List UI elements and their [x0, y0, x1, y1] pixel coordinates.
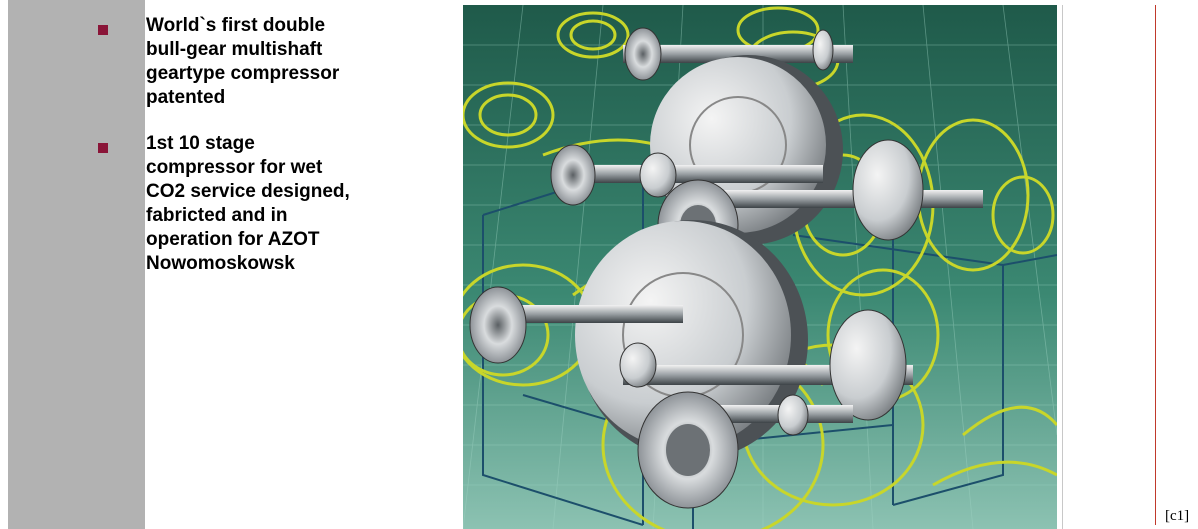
bullet-item-1: World`s first double bull-gear multishaf…	[98, 14, 438, 110]
comment-marker[interactable]: [c1]	[1165, 508, 1190, 524]
compressor-illustration	[463, 5, 1057, 529]
bullet-square-icon	[98, 25, 108, 35]
sidebar-bar	[8, 0, 145, 529]
bullet-text: 1st 10 stage compressor for wet CO2 serv…	[146, 133, 350, 274]
margin-line	[1155, 5, 1156, 525]
bullet-list: World`s first double bull-gear multishaf…	[98, 14, 438, 298]
compressor-drawing	[463, 5, 1057, 529]
bullet-square-icon	[98, 143, 108, 153]
bullet-item-2: 1st 10 stage compressor for wet CO2 serv…	[98, 132, 438, 276]
image-frame-divider	[1062, 5, 1063, 529]
bullet-text: World`s first double bull-gear multishaf…	[146, 15, 340, 108]
